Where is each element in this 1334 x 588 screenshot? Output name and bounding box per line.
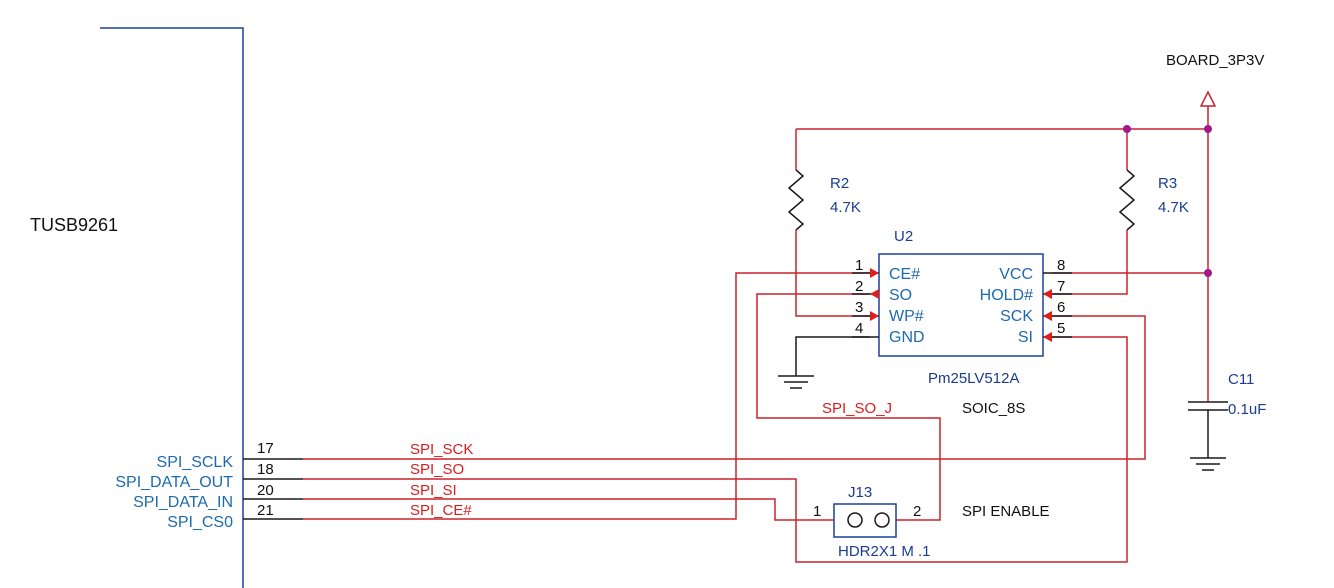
wire-spi-sck xyxy=(303,315,1146,460)
wire-spi-si-j13 xyxy=(303,498,834,521)
input-arrow-icon xyxy=(1043,332,1052,342)
u2-pin-name-hold: HOLD# xyxy=(980,287,1033,304)
u2-body xyxy=(878,253,1044,357)
mcu-pin-label-spi-cs0: SPI_CS0 xyxy=(167,514,233,531)
r2-value: 4.7K xyxy=(830,199,861,216)
u2-pin-name-ce: CE# xyxy=(889,266,920,283)
mcu-pin-num-18: 18 xyxy=(257,461,274,478)
u2-pin-num-1: 1 xyxy=(855,257,863,274)
u2-pin-num-7: 7 xyxy=(1057,278,1065,295)
power-label: BOARD_3P3V xyxy=(1166,52,1264,69)
junction-dot xyxy=(1204,125,1212,133)
u2-pin-num-4: 4 xyxy=(855,320,863,337)
c11-ref: C11 xyxy=(1228,371,1254,388)
u2-pin-name-sck: SCK xyxy=(1000,308,1033,325)
mcu-pin-num-21: 21 xyxy=(257,502,274,519)
u2-pin-name-vcc: VCC xyxy=(999,266,1033,283)
j13-pin-2-icon xyxy=(874,512,890,528)
junction-dot xyxy=(1204,269,1212,277)
j13-pin-1-icon xyxy=(847,512,863,528)
u2-pin-name-gnd: GND xyxy=(889,329,925,346)
u2-pin-name-so: SO xyxy=(889,287,912,304)
net-label-spi-so-j: SPI_SO_J xyxy=(822,400,892,417)
j13-body xyxy=(833,503,897,538)
mcu-outline xyxy=(100,27,244,588)
j13-function-label: SPI ENABLE xyxy=(962,503,1050,520)
u2-pin-name-si: SI xyxy=(1018,329,1033,346)
mcu-pin-num-20: 20 xyxy=(257,482,274,499)
u2-ground-icon xyxy=(778,375,814,389)
u2-pin-num-6: 6 xyxy=(1057,299,1065,316)
net-label-spi-si: SPI_SI xyxy=(410,482,457,499)
c11-ground-icon xyxy=(1190,457,1226,471)
wire-u2-gnd xyxy=(795,336,870,376)
wire-r3-to-hold xyxy=(1052,230,1128,295)
junction-dot xyxy=(1123,125,1131,133)
output-arrow-icon xyxy=(870,289,879,299)
r3-ref: R3 xyxy=(1158,175,1177,192)
mcu-pin-num-17: 17 xyxy=(257,440,274,457)
r3-resistor-icon xyxy=(1118,169,1136,231)
wire-spi-so-j xyxy=(756,293,941,521)
input-arrow-icon xyxy=(870,311,879,321)
wire-spi-ce xyxy=(303,272,870,520)
power-arrow-icon xyxy=(1199,90,1217,107)
net-label-spi-sck: SPI_SCK xyxy=(410,441,473,458)
u2-pin-num-8: 8 xyxy=(1057,257,1065,274)
r2-resistor-icon xyxy=(787,169,805,231)
u2-package: SOIC_8S xyxy=(962,400,1025,417)
input-arrow-icon xyxy=(870,268,879,278)
j13-pin-num-1: 1 xyxy=(813,503,821,520)
u2-ref: U2 xyxy=(894,228,913,245)
input-arrow-icon xyxy=(1043,289,1052,299)
mcu-pin-label-spi-data-in: SPI_DATA_IN xyxy=(133,494,233,511)
u2-part: Pm25LV512A xyxy=(928,370,1019,387)
u2-pin-name-wp: WP# xyxy=(889,308,924,325)
mcu-pin-label-spi-sclk: SPI_SCLK xyxy=(157,454,234,471)
u2-pin-num-2: 2 xyxy=(855,278,863,295)
j13-pin-num-2: 2 xyxy=(913,503,921,520)
j13-ref: J13 xyxy=(848,484,872,501)
u2-pin-num-3: 3 xyxy=(855,299,863,316)
mcu-name: TUSB9261 xyxy=(30,215,118,235)
input-arrow-icon xyxy=(1043,311,1052,321)
mcu-pin-label-spi-data-out: SPI_DATA_OUT xyxy=(115,474,233,491)
j13-part: HDR2X1 M .1 xyxy=(838,543,931,560)
u2-pin-num-5: 5 xyxy=(1057,320,1065,337)
r3-value: 4.7K xyxy=(1158,199,1189,216)
wire-r2-to-wp xyxy=(795,230,870,317)
net-label-spi-ce: SPI_CE# xyxy=(410,502,472,519)
wire-spi-si-to-u2 xyxy=(303,336,1128,563)
r2-ref: R2 xyxy=(830,175,849,192)
net-label-spi-so: SPI_SO xyxy=(410,461,464,478)
c11-value: 0.1uF xyxy=(1228,401,1266,418)
